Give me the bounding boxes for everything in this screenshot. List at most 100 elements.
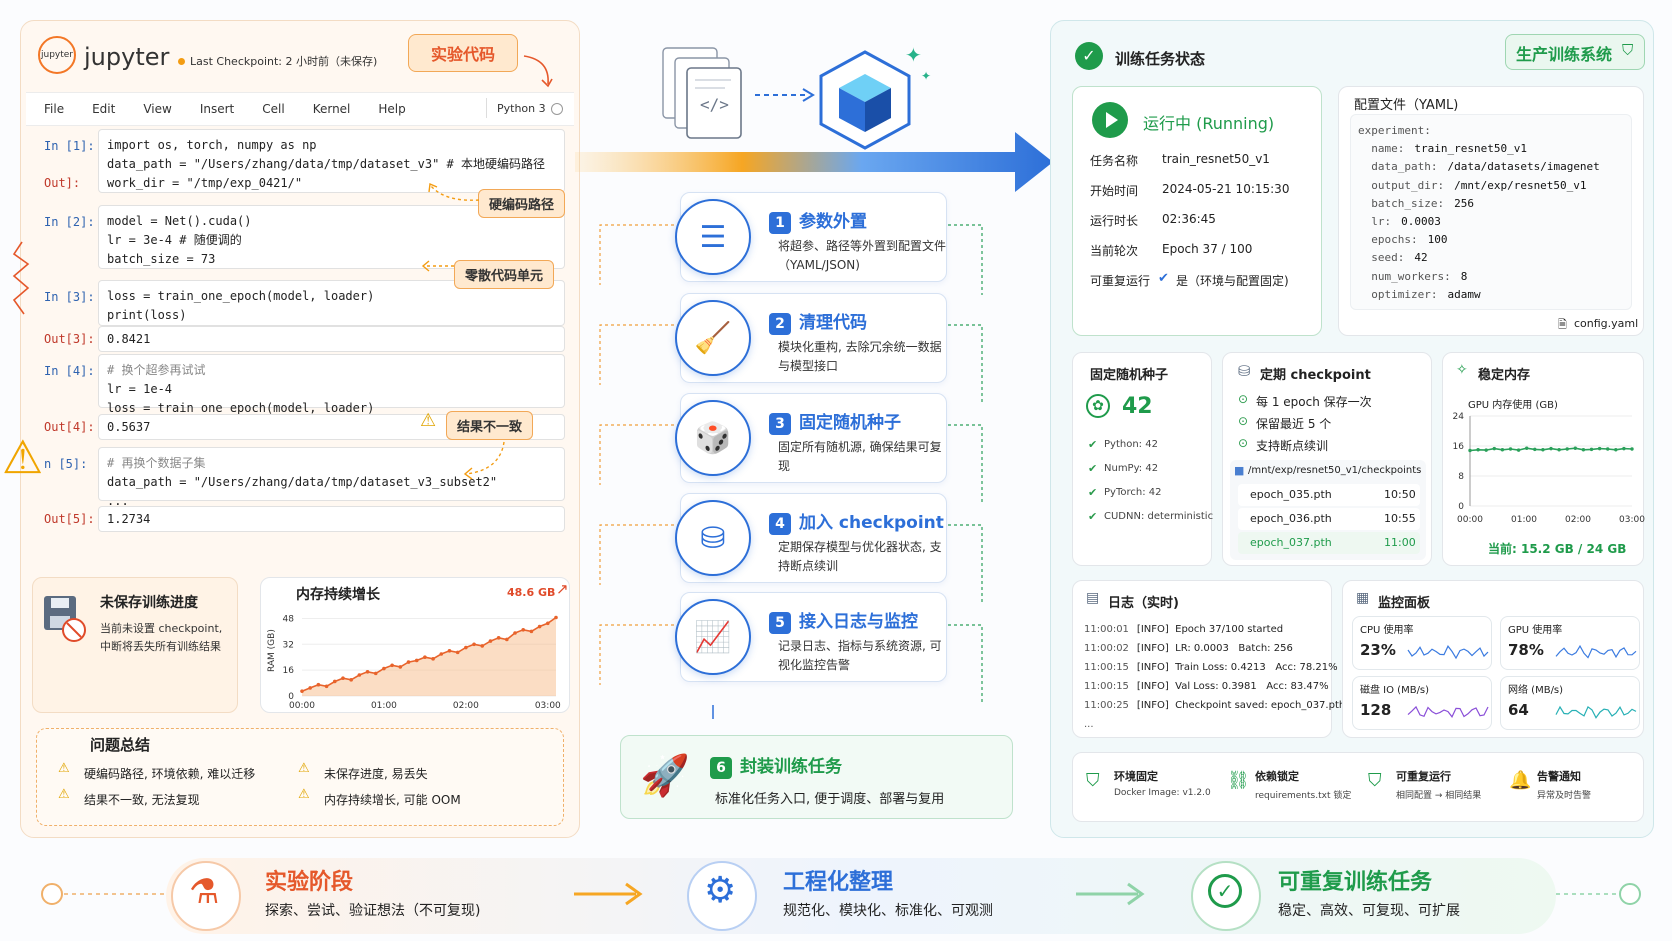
log-time: 11:00:02 — [1084, 643, 1129, 654]
memory-point — [537, 624, 542, 629]
checkpoint-file-row[interactable] — [1238, 484, 1420, 506]
unsaved-title: 未保存训练进度 — [100, 595, 198, 611]
monitor-tile[interactable] — [1352, 676, 1492, 730]
cell-out-label: Out[4]: — [44, 420, 95, 434]
monitor-tile[interactable] — [1500, 616, 1640, 670]
log-icon: ▤ — [1086, 590, 1100, 606]
checkpoint-file-row[interactable] — [1238, 532, 1420, 554]
config-title: 配置文件（YAML) — [1354, 98, 1459, 113]
memory-point — [472, 642, 476, 647]
code-line: print(loss) — [107, 308, 187, 322]
checkpoint-item: 每 1 epoch 保存一次 — [1256, 395, 1372, 409]
yaml-key: name: — [1358, 142, 1405, 156]
yaml-key: data_path: — [1358, 160, 1438, 174]
checkpoint-file-row[interactable] — [1238, 508, 1420, 530]
x-tick-label: 00:00 — [289, 701, 315, 711]
yaml-key: epochs: — [1358, 233, 1418, 247]
sparkline — [1407, 645, 1489, 660]
yaml-key: lr: — [1358, 215, 1392, 229]
yaml-key: experiment: — [1358, 124, 1431, 137]
tag-arrow-icon — [428, 182, 480, 201]
gpu-point — [1630, 447, 1634, 451]
check-circle-icon: ⊙ — [1238, 392, 1249, 406]
unsaved-desc-2: 中断将丢失所有训练结果 — [100, 640, 221, 653]
monitor-tile-value: 23% — [1360, 641, 1396, 659]
x-tick-label: 02:00 — [453, 701, 479, 711]
step-2-desc: 模块化重构, 去除冗余统一数据与模型接口 — [778, 340, 942, 373]
yaml-editor — [1350, 114, 1632, 310]
y-tick-label: 0 — [1458, 502, 1464, 512]
log-time: ... — [1084, 719, 1094, 730]
step-2-number: 2 — [769, 313, 791, 335]
x-tick-label: 02:00 — [1565, 515, 1591, 525]
flask-icon: ⚗ — [189, 872, 220, 912]
database-icon: ⛁ — [1238, 362, 1251, 380]
cell-prompt: In [2]: — [44, 215, 95, 229]
checkpoint-status: Last Checkpoint: 2 小时前（未保存) — [190, 55, 378, 68]
rocket-icon: 🚀 — [640, 753, 690, 799]
svg-text:</>: </> — [700, 95, 729, 114]
memory-point — [529, 629, 534, 634]
warning-icon: ⚠ — [420, 410, 437, 431]
menu-item-insert[interactable]: Insert — [199, 102, 235, 116]
menu-item-edit[interactable]: Edit — [92, 102, 116, 116]
feature-icon: ⛉ — [1086, 770, 1100, 791]
svg-text:✦: ✦ — [905, 43, 922, 67]
memory-point — [521, 627, 526, 632]
menu-item-cell[interactable]: Cell — [262, 102, 285, 116]
memory-point — [373, 671, 378, 676]
yaml-value: adamw — [1447, 287, 1481, 301]
monitor-tile-label: 网络 (MB/s) — [1508, 685, 1564, 696]
log-line: 11:00:15[INFO] Val Loss: 0.3981 Acc: 83.… — [1084, 677, 1329, 696]
checkpoint-file-name: epoch_037.pth — [1250, 536, 1332, 549]
tag-hardcoded-path: 硬编码路径 — [478, 189, 566, 218]
menu-item-help[interactable]: Help — [378, 102, 406, 116]
memory-point — [505, 637, 509, 642]
memory-point — [480, 644, 485, 648]
stable-memory-card — [1442, 352, 1644, 566]
monitor-tile-label: CPU 使用率 — [1360, 625, 1414, 636]
log-time: 11:00:01 — [1084, 624, 1129, 635]
sparkline-path — [1407, 705, 1489, 718]
code-line: import os, torch, numpy as np — [107, 138, 317, 152]
gpu-point — [1565, 447, 1569, 451]
menu-item-kernel[interactable]: Kernel — [312, 102, 351, 116]
code-line: batch_size = 73 — [107, 252, 216, 266]
y-tick-label: 16 — [1453, 442, 1465, 452]
right-header-title: 训练任务状态 — [1115, 50, 1206, 68]
step-6-number: 6 — [710, 757, 732, 779]
feature-sub: Docker Image: v1.2.0 — [1114, 788, 1211, 798]
status-check-icon: ✓ — [1075, 42, 1103, 70]
log-line: 11:00:25[INFO] Checkpoint saved: epoch_0… — [1084, 696, 1345, 715]
unsaved-desc-1: 当前未设置 checkpoint, — [100, 622, 223, 635]
monitor-tile[interactable] — [1500, 676, 1640, 730]
sparkle-icon: ✧ — [1456, 362, 1468, 378]
sparkline-path — [1407, 645, 1489, 660]
feature-sub: 相同配置 → 相同结果 — [1396, 791, 1482, 801]
gpu-point — [1468, 448, 1472, 453]
gpu-point — [1508, 447, 1513, 451]
menu-item-file[interactable]: File — [44, 102, 65, 116]
cell-prompt: n [5]: — [44, 457, 88, 471]
yaml-line: optimizer:adamw — [1358, 286, 1600, 304]
log-message: [INFO] Train Loss: 0.4213 Acc: 78.21% — [1136, 662, 1338, 673]
zigzag-icon — [12, 241, 30, 315]
memory-point — [431, 657, 435, 661]
field-key: 任务名称 — [1090, 154, 1139, 168]
monitor-tile[interactable] — [1352, 616, 1492, 670]
floppy-disk-warning-icon — [44, 596, 86, 642]
kernel-status-icon — [551, 103, 563, 115]
feature-sub: requirements.txt 锁定 — [1255, 791, 1352, 801]
sparkline — [1555, 644, 1637, 659]
memory-point — [300, 689, 304, 693]
gpu-point — [1549, 446, 1553, 451]
checkpoint-file-name: epoch_035.pth — [1250, 488, 1332, 501]
check-circle-icon: ✓ — [1208, 874, 1242, 908]
x-tick-label: 01:00 — [1511, 515, 1537, 525]
seed-title: 固定随机种子 — [1090, 368, 1169, 383]
menu-item-view[interactable]: View — [143, 102, 172, 116]
code-line: # 换个超参再试试 — [107, 363, 206, 377]
